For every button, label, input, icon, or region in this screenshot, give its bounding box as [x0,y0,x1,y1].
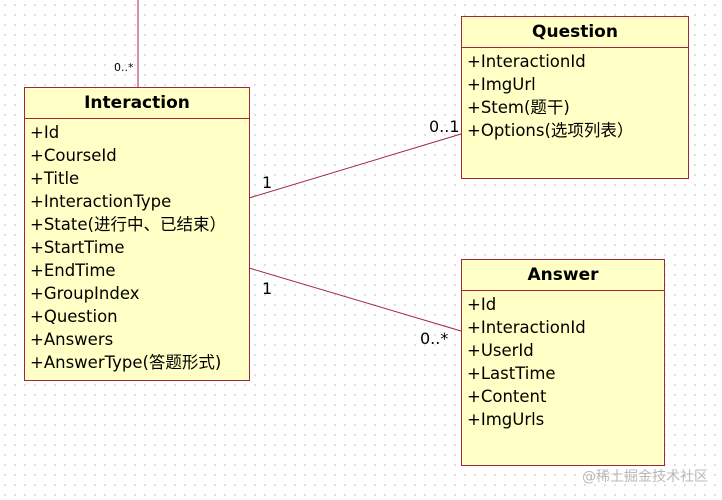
interaction-answer-line [248,267,462,332]
attribute: +Question [30,307,118,326]
interaction-class-name: Interaction [25,88,249,119]
interaction-question-source-multiplicity: 1 [262,173,273,192]
interaction-question-line [248,133,462,199]
top-multiplicity: 0..* [114,61,134,74]
interaction-question-target-multiplicity: 0..1 [429,117,460,136]
question-class-name: Question [462,17,688,48]
attribute: +Content [467,387,547,406]
question-attributes: +InteractionId +ImgUrl +Stem(题干) +Option… [462,48,688,142]
attribute: +Options(选项列表） [467,121,634,140]
attribute: +InteractionId [467,318,586,337]
answer-class[interactable]: Answer +Id +InteractionId +UserId +LastT… [461,259,665,466]
attribute: +Answers [30,330,114,349]
attribute: +Id [467,295,497,314]
attribute: +Id [30,123,60,142]
interaction-answer-source-multiplicity: 1 [262,279,273,298]
attribute: +InteractionId [467,52,586,71]
attribute: +StartTime [30,238,125,257]
attribute: +AnswerType(答题形式) [30,353,222,372]
answer-class-name: Answer [462,260,664,291]
attribute: +Title [30,169,80,188]
question-class[interactable]: Question +InteractionId +ImgUrl +Stem(题干… [461,16,689,179]
attribute: +ImgUrl [467,75,536,94]
attribute: +GroupIndex [30,284,140,303]
attribute: +EndTime [30,261,116,280]
attribute: +UserId [467,341,534,360]
attribute: +LastTime [467,364,556,383]
watermark: @稀土掘金技术社区 [582,469,708,485]
attribute: +ImgUrls [467,410,545,429]
attribute: +InteractionType [30,192,172,211]
interaction-answer-target-multiplicity: 0..* [420,329,449,348]
interaction-class[interactable]: Interaction +Id +CourseId +Title +Intera… [24,87,250,381]
answer-attributes: +Id +InteractionId +UserId +LastTime +Co… [462,291,664,431]
attribute: +Stem(题干) [467,98,570,117]
interaction-attributes: +Id +CourseId +Title +InteractionType +S… [25,119,249,374]
attribute: +CourseId [30,146,117,165]
attribute: +State(进行中、已结束） [30,215,226,234]
